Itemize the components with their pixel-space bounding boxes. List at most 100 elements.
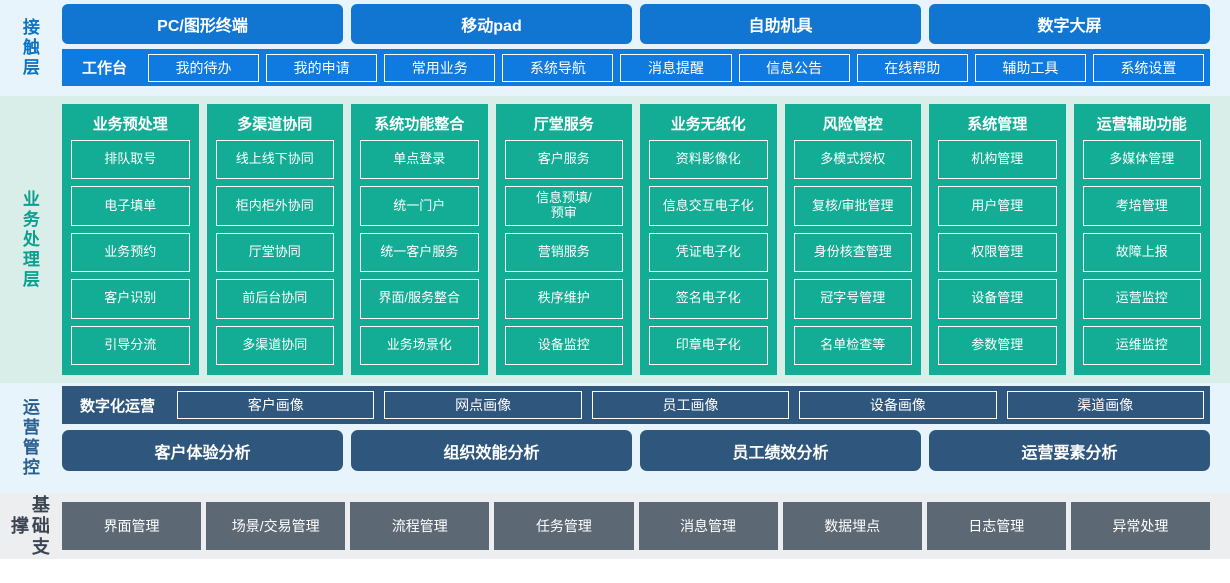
biz-item-material-imaging[interactable]: 资料影像化: [649, 140, 768, 180]
workbench-item-system-navigation[interactable]: 系统导航: [502, 53, 614, 82]
biz-item-queue-number[interactable]: 排队取号: [71, 140, 190, 180]
biz-item-unified-portal[interactable]: 统一门户: [360, 186, 479, 226]
band-foundation-support: 基础支撑 界面管理 场景/交易管理 流程管理 任务管理 消息管理 数据埋点 日志…: [0, 493, 1230, 559]
workbench-item-system-settings[interactable]: 系统设置: [1092, 53, 1204, 82]
base-chip-scenario-transaction-management[interactable]: 场景/交易管理: [206, 502, 346, 550]
biz-item-user-management[interactable]: 用户管理: [938, 186, 1057, 226]
biz-item-operation-monitoring[interactable]: 运营监控: [1082, 279, 1201, 319]
analysis-chip-employee-performance[interactable]: 员工绩效分析: [640, 430, 921, 471]
analysis-chip-operation-elements[interactable]: 运营要素分析: [929, 430, 1210, 471]
biz-column-items: 排队取号 电子填单 业务预约 客户识别 引导分流: [71, 140, 190, 366]
biz-item-multimedia-management[interactable]: 多媒体管理: [1082, 140, 1201, 180]
channel-chip-mobile-pad[interactable]: 移动pad: [351, 4, 632, 44]
biz-item-customer-service[interactable]: 客户服务: [504, 140, 623, 180]
biz-item-customer-identification[interactable]: 客户识别: [71, 279, 190, 319]
base-chip-task-management[interactable]: 任务管理: [494, 502, 634, 550]
biz-item-electronic-form[interactable]: 电子填单: [71, 186, 190, 226]
biz-item-fault-reporting[interactable]: 故障上报: [1082, 232, 1201, 273]
biz-column-items: 资料影像化 信息交互电子化 凭证电子化 签名电子化 印章电子化: [649, 140, 768, 366]
biz-item-in-out-counter-collaboration[interactable]: 柜内柜外协同: [215, 186, 334, 226]
biz-item-device-management[interactable]: 设备管理: [938, 279, 1057, 319]
biz-item-parameter-management[interactable]: 参数管理: [938, 325, 1057, 366]
workbench-item-information-bulletin[interactable]: 信息公告: [738, 53, 850, 82]
biz-column-title: 多渠道协同: [237, 116, 313, 133]
base-chip-log-management[interactable]: 日志管理: [926, 502, 1066, 550]
band-body-business-layer: 业务预处理 排队取号 电子填单 业务预约 客户识别 引导分流 多渠道协同 线上线…: [58, 96, 1230, 383]
base-chip-exception-handling[interactable]: 异常处理: [1070, 502, 1210, 550]
analysis-chip-customer-experience[interactable]: 客户体验分析: [62, 430, 343, 471]
band-label-operations-management-text: 运营管控: [19, 398, 39, 478]
biz-item-banknote-serial-management[interactable]: 冠字号管理: [793, 279, 912, 319]
biz-item-list-check[interactable]: 名单检查等: [793, 325, 912, 366]
channel-chip-self-service[interactable]: 自助机具: [640, 4, 921, 44]
biz-item-voucher-electronic[interactable]: 凭证电子化: [649, 232, 768, 273]
base-chip-message-management[interactable]: 消息管理: [638, 502, 778, 550]
biz-item-maintenance-monitoring[interactable]: 运维监控: [1082, 325, 1201, 366]
biz-column-items: 机构管理 用户管理 权限管理 设备管理 参数管理: [938, 140, 1057, 366]
biz-item-front-back-office-collaboration[interactable]: 前后台协同: [215, 279, 334, 319]
band-label-foundation-support: 基础支撑: [0, 493, 58, 559]
biz-item-seal-electronic[interactable]: 印章电子化: [649, 325, 768, 366]
band-body-operations-management: 数字化运营 客户画像 网点画像 员工画像 设备画像 渠道画像 客户体验分析 组织…: [58, 386, 1230, 490]
biz-item-signature-electronic[interactable]: 签名电子化: [649, 279, 768, 319]
channel-chip-pc[interactable]: PC/图形终端: [62, 4, 343, 44]
biz-item-single-sign-on[interactable]: 单点登录: [360, 140, 479, 180]
biz-item-device-monitoring[interactable]: 设备监控: [504, 325, 623, 366]
biz-item-business-scenarioization[interactable]: 业务场景化: [360, 325, 479, 366]
biz-item-identity-verification-management[interactable]: 身份核查管理: [793, 232, 912, 273]
analysis-chip-organization-efficiency[interactable]: 组织效能分析: [351, 430, 632, 471]
biz-item-hall-collaboration[interactable]: 厅堂协同: [215, 232, 334, 273]
band-body-foundation-support: 界面管理 场景/交易管理 流程管理 任务管理 消息管理 数据埋点 日志管理 异常…: [58, 493, 1230, 559]
portrait-item-branch[interactable]: 网点画像: [384, 391, 582, 419]
biz-item-unified-customer-service[interactable]: 统一客户服务: [360, 232, 479, 273]
portrait-item-channel[interactable]: 渠道画像: [1006, 391, 1204, 419]
portrait-item-device[interactable]: 设备画像: [799, 391, 997, 419]
workbench-item-common-business[interactable]: 常用业务: [384, 53, 496, 82]
biz-column-system-function-integration: 系统功能整合 单点登录 统一门户 统一客户服务 界面/服务整合 业务场景化: [351, 104, 488, 375]
biz-item-order-maintenance[interactable]: 秩序维护: [504, 279, 623, 319]
biz-column-items: 多模式授权 复核/审批管理 身份核查管理 冠字号管理 名单检查等: [793, 140, 912, 366]
biz-item-marketing-service[interactable]: 营销服务: [504, 232, 623, 273]
biz-item-business-appointment[interactable]: 业务预约: [71, 232, 190, 273]
base-chip-process-management[interactable]: 流程管理: [350, 502, 490, 550]
biz-item-guidance-diversion[interactable]: 引导分流: [71, 325, 190, 366]
workbench-item-my-application[interactable]: 我的申请: [266, 53, 378, 82]
digital-operation-row: 数字化运营 客户画像 网点画像 员工画像 设备画像 渠道画像: [62, 386, 1210, 424]
workbench-item-online-help[interactable]: 在线帮助: [856, 53, 968, 82]
biz-item-multichannel-collaboration[interactable]: 多渠道协同: [215, 325, 334, 366]
band-contact-layer: 接触层 PC/图形终端 移动pad 自助机具 数字大屏 工作台 我的待办 我的申…: [0, 0, 1230, 96]
biz-item-organization-management[interactable]: 机构管理: [938, 140, 1057, 180]
biz-item-training-assessment-management[interactable]: 考培管理: [1082, 186, 1201, 226]
workbench-item-message-reminder[interactable]: 消息提醒: [620, 53, 732, 82]
biz-item-information-prefill-pretrial[interactable]: 信息预填/ 预审: [504, 186, 623, 226]
band-label-contact-layer-text: 接触层: [19, 18, 39, 78]
biz-column-title: 厅堂服务: [533, 116, 594, 133]
band-body-contact-layer: PC/图形终端 移动pad 自助机具 数字大屏 工作台 我的待办 我的申请 常用…: [58, 4, 1230, 92]
biz-item-interface-service-integration[interactable]: 界面/服务整合: [360, 279, 479, 319]
workbench-item-my-todo[interactable]: 我的待办: [148, 53, 260, 82]
base-chip-data-tracking[interactable]: 数据埋点: [782, 502, 922, 550]
biz-item-information-exchange-electronic[interactable]: 信息交互电子化: [649, 186, 768, 226]
band-label-foundation-support-text: 基础支撑: [9, 494, 50, 558]
biz-column-title: 风险管控: [822, 116, 883, 133]
channel-chip-digital-screen[interactable]: 数字大屏: [929, 4, 1210, 44]
biz-column-title: 系统功能整合: [374, 116, 465, 133]
biz-column-multichannel-collaboration: 多渠道协同 线上线下协同 柜内柜外协同 厅堂协同 前后台协同 多渠道协同: [206, 104, 343, 375]
portrait-item-customer[interactable]: 客户画像: [177, 391, 375, 419]
biz-item-permission-management[interactable]: 权限管理: [938, 232, 1057, 273]
biz-column-title: 业务预处理: [92, 116, 168, 133]
digital-operation-title: 数字化运营: [80, 397, 156, 415]
base-chip-interface-management[interactable]: 界面管理: [62, 502, 202, 550]
biz-column-business-preprocessing: 业务预处理 排队取号 电子填单 业务预约 客户识别 引导分流: [62, 104, 199, 375]
biz-item-review-approval-management[interactable]: 复核/审批管理: [793, 186, 912, 226]
biz-column-items: 客户服务 信息预填/ 预审 营销服务 秩序维护 设备监控: [504, 140, 623, 366]
workbench-item-auxiliary-tools[interactable]: 辅助工具: [974, 53, 1086, 82]
biz-column-operation-auxiliary-functions: 运营辅助功能 多媒体管理 考培管理 故障上报 运营监控 运维监控: [1073, 104, 1210, 375]
biz-item-multimode-authorization[interactable]: 多模式授权: [793, 140, 912, 180]
band-label-business-layer-text: 业务处理层: [19, 189, 39, 290]
channel-row: PC/图形终端 移动pad 自助机具 数字大屏: [62, 4, 1210, 44]
portrait-item-employee[interactable]: 员工画像: [591, 391, 790, 419]
biz-item-online-offline-collaboration[interactable]: 线上线下协同: [215, 140, 334, 180]
analysis-row: 客户体验分析 组织效能分析 员工绩效分析 运营要素分析: [62, 430, 1210, 471]
